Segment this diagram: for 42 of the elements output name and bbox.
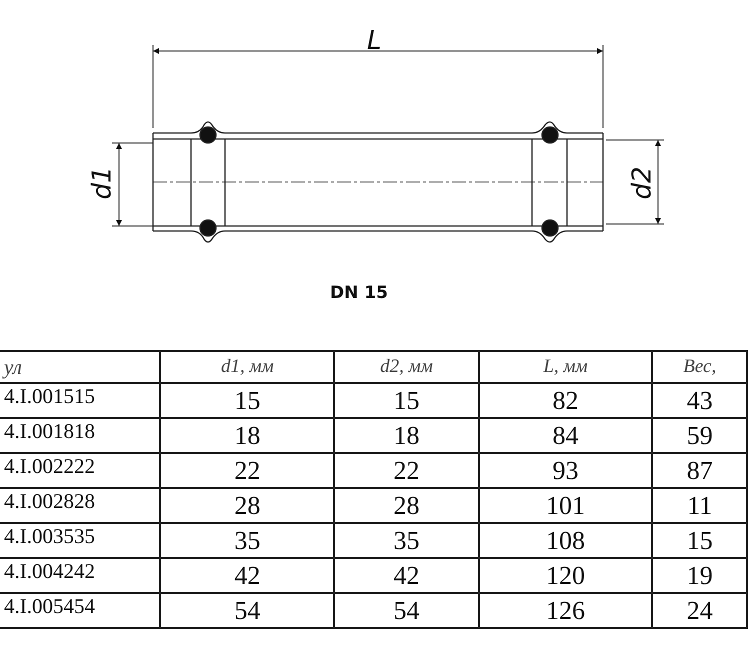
dimension-label: L xyxy=(367,28,382,54)
diameter-value: 22 xyxy=(334,453,479,488)
diameter-value: 28 xyxy=(334,488,479,523)
article-code: 4.I.003535 xyxy=(0,523,160,558)
column-header: Вес, xyxy=(652,351,747,383)
diameter-value: 28 xyxy=(160,488,334,523)
column-header: ул xyxy=(0,351,160,383)
length-value: 108 xyxy=(478,523,652,558)
weight-value: 87 xyxy=(652,453,747,488)
diameter-value: 15 xyxy=(334,383,479,418)
weight-value: 59 xyxy=(652,418,747,453)
article-code: 4.I.005454 xyxy=(0,593,160,628)
size-caption: DN 15 xyxy=(330,283,388,303)
diameter-value: 54 xyxy=(160,593,334,628)
weight-value: 24 xyxy=(652,593,747,628)
diameter-value: 15 xyxy=(160,383,334,418)
diameter-value: 18 xyxy=(334,418,479,453)
column-header: d1, мм xyxy=(160,351,334,383)
length-value: 101 xyxy=(478,488,652,523)
length-value: 126 xyxy=(478,593,652,628)
length-value: 84 xyxy=(478,418,652,453)
length-value: 120 xyxy=(478,558,652,593)
weight-value: 15 xyxy=(652,523,747,558)
column-header: L, мм xyxy=(478,351,652,383)
diameter-value: 22 xyxy=(160,453,334,488)
article-code: 4.I.001515 xyxy=(0,383,160,418)
weight-value: 43 xyxy=(652,383,747,418)
article-code: 4.I.002828 xyxy=(0,488,160,523)
weight-value: 19 xyxy=(652,558,747,593)
diameter-value: 42 xyxy=(160,558,334,593)
column-header: d2, мм xyxy=(334,351,479,383)
diameter-value: 35 xyxy=(334,523,479,558)
article-code: 4.I.001818 xyxy=(0,418,160,453)
weight-value: 11 xyxy=(652,488,747,523)
diameter-value: 54 xyxy=(334,593,479,628)
length-value: 82 xyxy=(478,383,652,418)
length-value: 93 xyxy=(478,453,652,488)
diameter-value: 18 xyxy=(160,418,334,453)
article-code: 4.I.002222 xyxy=(0,453,160,488)
article-code: 4.I.004242 xyxy=(0,558,160,593)
diameter-value: 42 xyxy=(334,558,479,593)
diameter-value: 35 xyxy=(160,523,334,558)
